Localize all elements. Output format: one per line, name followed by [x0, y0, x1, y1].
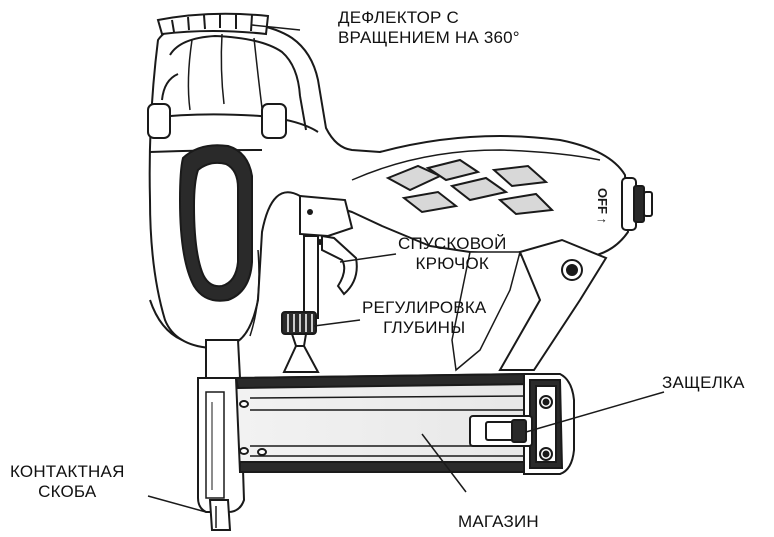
- label-depth: РЕГУЛИРОВКА ГЛУБИНЫ: [362, 298, 486, 338]
- label-trigger-line1: СПУСКОВОЙ: [398, 234, 507, 253]
- label-deflector: ДЕФЛЕКТОР С ВРАЩЕНИЕМ НА 360°: [338, 8, 520, 48]
- deflector-cap: [156, 12, 270, 36]
- label-trigger-line2: КРЮЧОК: [415, 254, 490, 273]
- leader-depth: [313, 319, 361, 327]
- leader-trigger: [339, 253, 397, 263]
- housing: [147, 19, 629, 349]
- handle-marking: OFF ↑: [595, 188, 610, 224]
- leader-contact: [147, 495, 207, 513]
- trigger-assembly: [281, 194, 358, 373]
- label-deflector-line1: ДЕФЛЕКТОР С: [338, 8, 459, 27]
- leader-latch: [525, 391, 665, 433]
- label-contact-line2: СКОБА: [38, 482, 97, 501]
- label-magazine: МАГАЗИН: [458, 512, 539, 532]
- label-contact: КОНТАКТНАЯ СКОБА: [10, 462, 125, 502]
- nose: [197, 339, 246, 531]
- label-depth-line1: РЕГУЛИРОВКА: [362, 298, 487, 317]
- label-latch: ЗАЩЕЛКА: [662, 373, 745, 393]
- leader-deflector: [251, 24, 301, 31]
- label-contact-line1: КОНТАКТНАЯ: [10, 462, 125, 481]
- label-magazine-line1: МАГАЗИН: [458, 512, 539, 531]
- leader-magazine: [421, 433, 467, 493]
- strut: [451, 238, 608, 372]
- magazine-rail: [234, 372, 575, 475]
- label-trigger: СПУСКОВОЙ КРЮЧОК: [398, 234, 507, 274]
- leader-lines: [147, 24, 665, 513]
- label-latch-line1: ЗАЩЕЛКА: [662, 373, 745, 392]
- label-deflector-line2: ВРАЩЕНИЕМ НА 360°: [338, 28, 520, 47]
- label-depth-line2: ГЛУБИНЫ: [383, 318, 466, 337]
- handle: [351, 149, 653, 231]
